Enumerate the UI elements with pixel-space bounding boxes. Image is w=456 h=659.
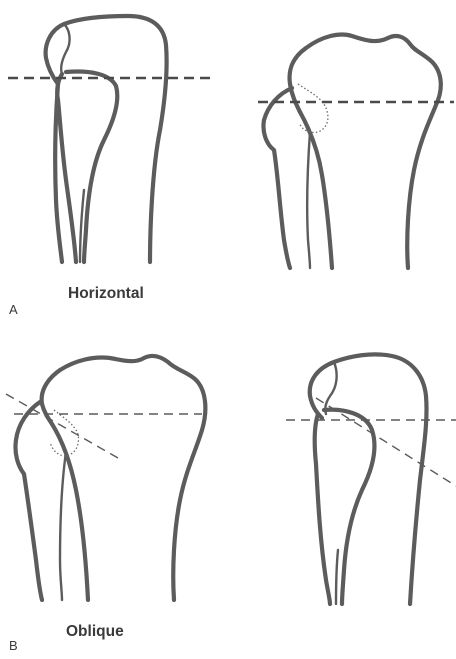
fibula-outline [263,88,292,268]
tibia-plateau-edge [61,24,69,74]
panel-a-lateral-view [8,16,212,262]
tibia-outline [42,356,206,600]
panel-b [6,354,456,604]
panel-a-letter: A [9,302,18,317]
fibula-inner-edge [60,452,66,600]
tibia-medial-shaft [300,112,332,268]
tibia-outline [290,35,441,269]
fibula-head-outline [315,414,330,604]
fibula-head-hidden-contour [298,84,328,133]
panel-a-caption: Horizontal [68,285,144,303]
panel-b-caption: Oblique [66,623,124,641]
panel-b-lateral-view [286,354,456,604]
fibula-outline [15,402,42,600]
tibia-medial-shaft [52,424,88,600]
panel-b-frontal-view [6,356,205,600]
fibula-inner-edge [307,132,310,268]
panel-a [8,16,454,268]
fibula-shaft-inner [336,550,338,604]
panel-a-frontal-view [258,35,454,269]
tibia-plateau-edge [325,362,336,414]
panel-b-letter: B [9,638,18,653]
fibula-shaft [324,410,374,604]
